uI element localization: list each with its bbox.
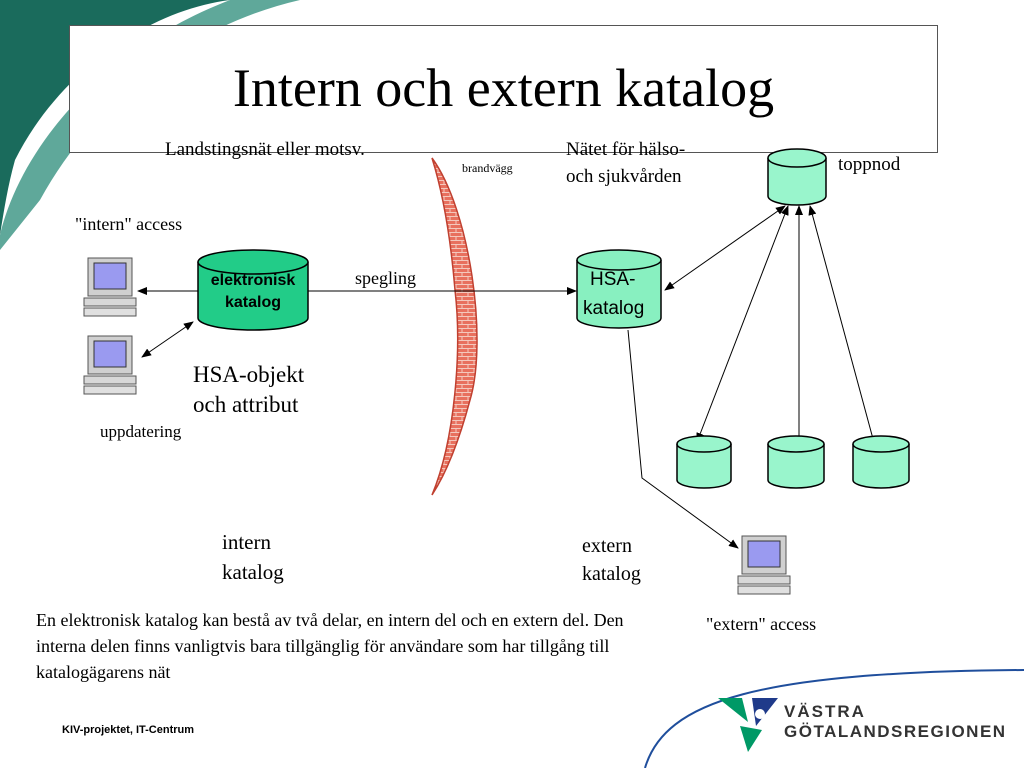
sub-node-1 bbox=[676, 435, 732, 489]
page-title: Intern och extern katalog bbox=[232, 58, 775, 118]
right-network-label-1: Nätet för hälso- bbox=[566, 139, 685, 160]
elektronisk-katalog-label-2: katalog bbox=[225, 294, 281, 311]
hsa-katalog-label-1: HSA- bbox=[590, 269, 635, 290]
top-node-label: toppnod bbox=[838, 154, 901, 175]
firewall bbox=[431, 157, 478, 496]
title-box: Intern och extern katalog bbox=[69, 25, 938, 153]
extern-access-label: "extern" access bbox=[706, 614, 816, 634]
elektronisk-katalog-label-1: elektronisk bbox=[211, 272, 296, 289]
logo-mark bbox=[718, 698, 778, 752]
caption-text: En elektronisk katalog kan bestå av två … bbox=[36, 610, 624, 682]
computer-icon bbox=[737, 535, 791, 595]
firewall-label: brandvägg bbox=[462, 161, 513, 175]
extern-katalog-label-2: katalog bbox=[582, 563, 641, 585]
extern-katalog-label-1: extern bbox=[582, 535, 632, 557]
organization-logo: VÄSTRA GÖTALANDSREGIONEN bbox=[716, 692, 1006, 754]
arrow-update-pc bbox=[141, 321, 194, 358]
spegling-label: spegling bbox=[355, 268, 416, 288]
right-network-label-2: och sjukvården bbox=[566, 166, 682, 187]
left-network-label: Landstingsnät eller motsv. bbox=[165, 139, 365, 160]
logo-text-line1: VÄSTRA bbox=[784, 702, 866, 721]
bottom-right-curve bbox=[644, 669, 1024, 768]
logo-text-line2: GÖTALANDSREGIONEN bbox=[784, 722, 1007, 741]
connections bbox=[137, 205, 878, 549]
hsa-objekt-label-2: och attribut bbox=[193, 392, 299, 417]
toppnod-node bbox=[767, 148, 827, 206]
arrow-toppnod-node3 bbox=[808, 205, 878, 451]
arrow-hsa-extern-pc bbox=[627, 329, 739, 549]
hsa-objekt-label-1: HSA-objekt bbox=[193, 362, 305, 387]
footer-text: KIV-projektet, IT-Centrum bbox=[62, 724, 195, 736]
intern-katalog-label-2: katalog bbox=[222, 560, 284, 584]
teal-swoosh-dark bbox=[0, 0, 230, 235]
intern-katalog-label-1: intern bbox=[222, 530, 271, 554]
elektronisk-katalog-node bbox=[197, 249, 309, 331]
arrow-toppnod-node1 bbox=[696, 205, 789, 443]
uppdatering-label: uppdatering bbox=[100, 422, 182, 441]
computer-icon bbox=[83, 335, 137, 395]
sub-node-2 bbox=[767, 435, 825, 489]
intern-access-label: "intern" access bbox=[75, 214, 182, 234]
computer-icon bbox=[83, 257, 137, 317]
hsa-katalog-node bbox=[576, 249, 662, 329]
hsa-katalog-label-2: katalog bbox=[583, 298, 644, 319]
sub-node-3 bbox=[852, 435, 910, 489]
arrow-hsa-toppnod bbox=[664, 205, 786, 291]
